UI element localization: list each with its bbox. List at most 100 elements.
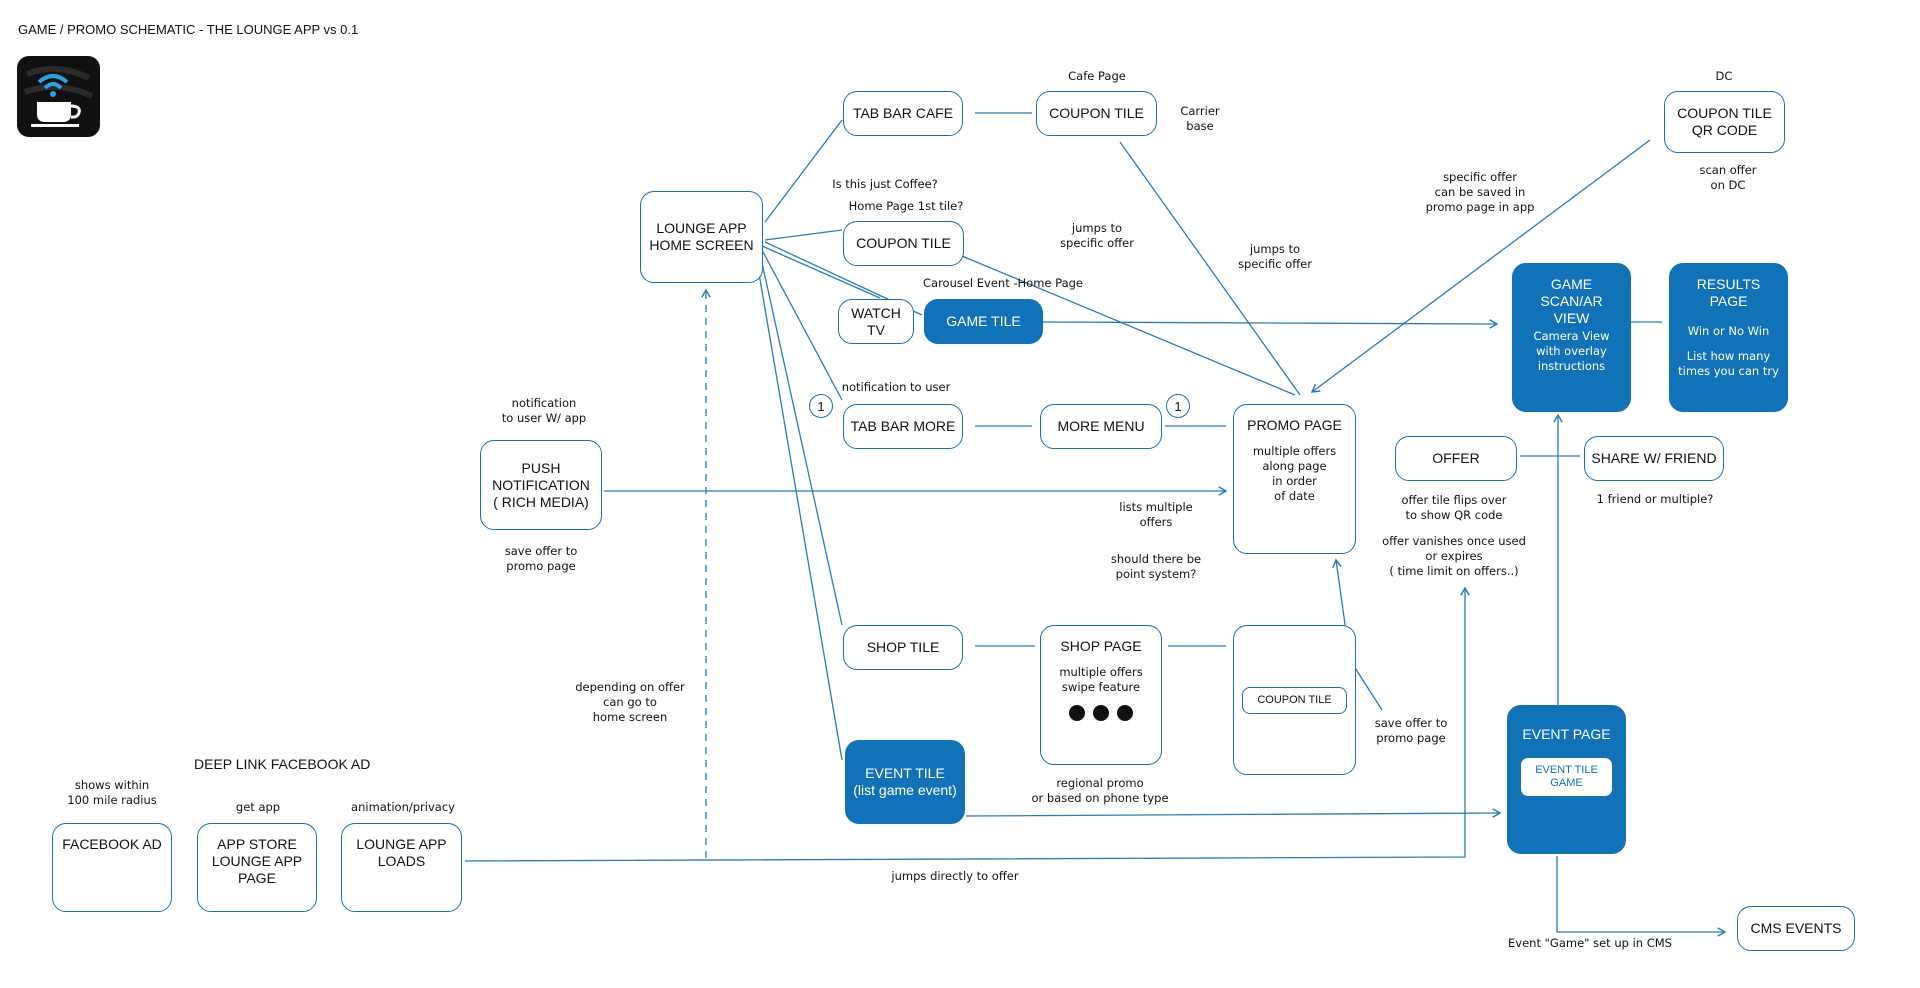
share-friend-label: SHARE W/ FRIEND	[1591, 450, 1717, 466]
lounge-home-label: LOUNGE APP HOME SCREEN	[649, 220, 754, 253]
note-home-first-tile: Home Page 1st tile?	[848, 199, 964, 213]
tab-bar-cafe-label: TAB BAR CAFE	[852, 105, 954, 121]
coffee-wifi-app-icon	[17, 56, 100, 137]
link-qr-promo	[1310, 139, 1651, 393]
link-eventpage-cms	[1556, 856, 1727, 937]
results-page-label: RESULTS PAGE	[1696, 276, 1761, 309]
app-store-node: APP STORE LOUNGE APP PAGE	[197, 823, 317, 912]
note-flips-over: offer tile flips over to show QR code	[1401, 493, 1507, 522]
note-jumps-directly: jumps directly to offer	[891, 869, 1019, 883]
coupon-tile-home-node: COUPON TILE	[843, 221, 964, 266]
link-home-coupon	[764, 229, 843, 241]
note-cafe-page: Cafe Page	[1068, 69, 1126, 83]
note-jumps-offer-1: jumps to specific offer	[1060, 221, 1134, 250]
lounge-app-home-screen-node: LOUNGE APP HOME SCREEN	[640, 191, 763, 283]
tab-bar-more-node: TAB BAR MORE	[843, 404, 963, 449]
coupon-tile-home-label: COUPON TILE	[856, 235, 951, 251]
shop-page-node: SHOP PAGE multiple offers swipe feature	[1040, 625, 1162, 765]
note-vanishes: offer vanishes once used or expires ( ti…	[1382, 534, 1526, 578]
game-tile-node: GAME TILE	[924, 299, 1043, 344]
note-within-radius: shows within 100 mile radius	[67, 778, 157, 807]
note-notification-app: notification to user W/ app	[501, 396, 587, 425]
link-gametile-scan	[1041, 319, 1499, 329]
facebook-ad-label: FACEBOOK AD	[62, 836, 162, 852]
link-home-tabcafe	[764, 119, 843, 223]
push-notification-label: PUSH NOTIFICATION ( RICH MEDIA)	[492, 459, 590, 510]
link-home-tabmore	[761, 249, 843, 401]
note-save-offer-promo-2: save offer to promo page	[1374, 716, 1448, 745]
game-scan-label: GAME SCAN/AR VIEW	[1540, 276, 1603, 326]
event-page-node: EVENT PAGE EVENT TILE GAME	[1507, 705, 1626, 854]
event-tile-label: EVENT TILE (list game event)	[853, 765, 957, 798]
watch-tv-label: WATCH TV	[851, 304, 901, 338]
note-animation-privacy: animation/privacy	[351, 800, 455, 814]
note-point-system: should there be point system?	[1110, 552, 1202, 581]
event-page-label: EVENT PAGE	[1522, 726, 1611, 742]
offer-node: OFFER	[1395, 436, 1517, 481]
game-tile-label: GAME TILE	[946, 313, 1021, 329]
shop-tile-node: SHOP TILE	[843, 625, 963, 670]
coupon-tile-cafe-node: COUPON TILE	[1036, 91, 1157, 136]
shop-page-label: SHOP PAGE	[1060, 638, 1142, 654]
facebook-ad-node: FACEBOOK AD	[52, 823, 172, 912]
link-couponhome-promo	[961, 255, 1296, 396]
note-lists-multiple: lists multiple offers	[1119, 500, 1193, 529]
promo-page-label: PROMO PAGE	[1247, 417, 1342, 433]
note-notification-user: notification to user	[841, 380, 951, 394]
link-couponcafe-promo	[1119, 141, 1301, 396]
coupon-tile-qr-node: COUPON TILE QR CODE	[1664, 91, 1785, 153]
badge-tab-bar-more: 1	[809, 394, 833, 418]
badge-more-menu: 1	[1166, 394, 1190, 418]
note-saved-in-promo: specific offer can be saved in promo pag…	[1425, 170, 1535, 214]
shop-page-subtext: multiple offers swipe feature	[1059, 665, 1143, 694]
lounge-loads-label: LOUNGE APP LOADS	[356, 836, 447, 869]
results-win-text: Win or No Win	[1687, 324, 1770, 338]
note-one-or-multiple: 1 friend or multiple?	[1596, 492, 1714, 506]
deep-link-header: DEEP LINK FACEBOOK AD	[194, 756, 371, 772]
link-home-event	[755, 255, 843, 761]
note-event-game-cms: Event "Game" set up in CMS	[1508, 936, 1672, 950]
more-menu-label: MORE MENU	[1057, 418, 1145, 434]
watch-tv-node: WATCH TV	[838, 299, 914, 344]
share-friend-node: SHARE W/ FRIEND	[1584, 436, 1724, 481]
note-save-offer-promo: save offer to promo page	[504, 544, 578, 573]
coupon-tile-shop: COUPON TILE	[1242, 686, 1347, 714]
offer-label: OFFER	[1432, 450, 1480, 466]
results-tries-text: List how many times you can try	[1678, 349, 1779, 378]
link-eventtile-eventpage	[965, 808, 1502, 818]
promo-page-node: PROMO PAGE multiple offers along page in…	[1233, 404, 1356, 554]
link-home-game2	[761, 245, 881, 299]
note-carousel-event: Carousel Event -Home Page	[922, 276, 1084, 290]
coupon-tile-qr-label: COUPON TILE QR CODE	[1677, 105, 1772, 138]
game-scan-ar-node: GAME SCAN/AR VIEW Camera View with overl…	[1512, 263, 1631, 412]
tab-bar-cafe-node: TAB BAR CAFE	[843, 91, 963, 136]
more-menu-node: MORE MENU	[1040, 404, 1162, 449]
app-store-label: APP STORE LOUNGE APP PAGE	[211, 836, 303, 886]
promo-page-subtext: multiple offers along page in order of d…	[1252, 444, 1337, 503]
tab-bar-more-label: TAB BAR MORE	[850, 418, 956, 434]
cms-events-node: CMS EVENTS	[1737, 906, 1855, 951]
note-depending-offer: depending on offer can go to home screen	[575, 680, 685, 724]
shop-tile-label: SHOP TILE	[866, 639, 940, 655]
note-get-app: get app	[235, 800, 281, 814]
note-regional-promo: regional promo or based on phone type	[1031, 776, 1169, 805]
carousel-dots-icon	[1069, 705, 1133, 721]
coupon-shop-frame-node: COUPON TILE	[1233, 625, 1356, 775]
coupon-tile-cafe-label: COUPON TILE	[1049, 105, 1144, 121]
link-home-shop	[759, 253, 843, 626]
note-scan-offer: scan offer on DC	[1699, 163, 1757, 192]
event-tile-game-inner: EVENT TILE GAME	[1520, 757, 1613, 797]
link-loads-offer	[464, 586, 1470, 862]
results-page-node: RESULTS PAGE Win or No Win List how many…	[1669, 263, 1788, 412]
page-title: GAME / PROMO SCHEMATIC - THE LOUNGE APP …	[18, 22, 359, 37]
game-scan-subtext: Camera View with overlay instructions	[1533, 329, 1610, 373]
push-notification-node: PUSH NOTIFICATION ( RICH MEDIA)	[480, 440, 602, 530]
note-jumps-offer-2: jumps to specific offer	[1238, 242, 1312, 271]
note-dc: DC	[1715, 69, 1733, 83]
note-just-coffee: Is this just Coffee?	[832, 177, 938, 191]
note-carrier-base: Carrier base	[1180, 104, 1220, 133]
event-tile-node: EVENT TILE (list game event)	[845, 740, 965, 824]
cms-events-label: CMS EVENTS	[1750, 920, 1842, 936]
lounge-app-loads-node: LOUNGE APP LOADS	[341, 823, 462, 912]
